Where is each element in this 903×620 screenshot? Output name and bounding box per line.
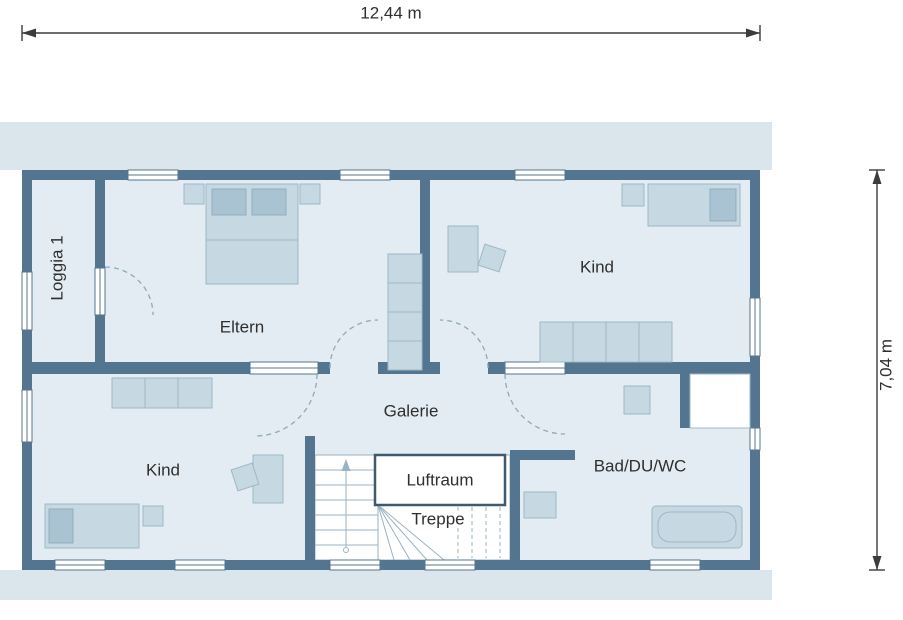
chair	[477, 243, 507, 273]
room-label-kind-bottom: Kind	[145, 460, 181, 480]
bathtub	[651, 505, 743, 549]
walls	[22, 170, 760, 570]
furniture	[44, 183, 751, 549]
bed-kind-bottom	[44, 503, 140, 549]
dimension-line-top	[21, 25, 761, 41]
wc	[623, 385, 651, 415]
nightstand	[142, 505, 164, 527]
washbasin	[523, 491, 557, 519]
desk	[447, 225, 479, 273]
nightstand	[183, 183, 205, 205]
room-label-kind-top: Kind	[579, 257, 615, 277]
nightstand	[621, 183, 645, 207]
room-label-galerie: Galerie	[383, 401, 439, 421]
room-label-bad: Bad/DU/WC	[593, 456, 687, 476]
room-label-treppe: Treppe	[408, 510, 468, 528]
room-label-luftraum: Luftraum	[406, 470, 474, 490]
nightstand	[299, 183, 321, 205]
shower	[689, 373, 751, 429]
wardrobe-kind-bottom	[111, 377, 213, 409]
dimension-height-label: 7,04 m	[876, 339, 896, 391]
luftraum-box	[373, 453, 507, 507]
bed-kind-top	[647, 183, 741, 227]
wardrobe-kind-top	[539, 321, 673, 363]
room-label-loggia: Loggia 1	[47, 235, 67, 301]
room-label-eltern: Eltern	[219, 317, 265, 337]
roof-overhangs	[0, 122, 772, 600]
chair	[230, 462, 260, 492]
windows-and-doors	[21, 169, 761, 571]
door-swings	[104, 266, 566, 437]
bed-eltern	[205, 183, 299, 285]
dimension-line-right	[869, 169, 885, 571]
shelf-galerie	[387, 253, 423, 371]
dimension-width-label: 12,44 m	[360, 3, 422, 23]
stair-direction-arrow	[341, 459, 351, 553]
